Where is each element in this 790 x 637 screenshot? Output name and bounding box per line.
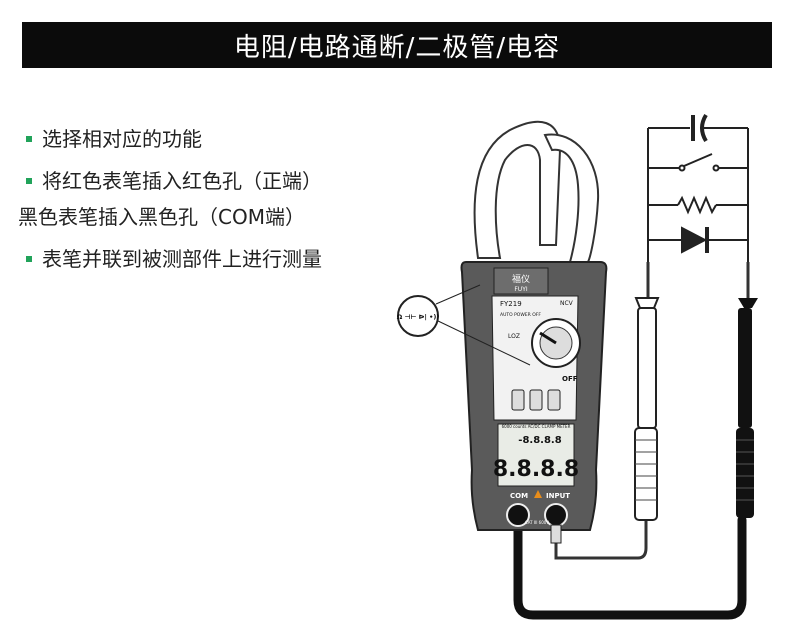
- brand-name: 福仪: [512, 273, 530, 285]
- page-title: 电阻/电路通断/二极管/电容: [233, 32, 561, 63]
- com-terminal[interactable]: [506, 503, 530, 527]
- brand-name-en: FUYI: [514, 286, 528, 293]
- bullet-icon: [26, 178, 32, 184]
- instruction-item: 将红色表笔插入红色孔（正端）: [18, 168, 322, 194]
- bullet-icon: [26, 256, 32, 262]
- black-test-lead: [513, 515, 747, 620]
- title-banner: 电阻/电路通断/二极管/电容: [22, 22, 772, 68]
- test-circuit: [647, 113, 749, 275]
- instruction-item: 表笔并联到被测部件上进行测量: [18, 246, 322, 272]
- instruction-item: 选择相对应的功能: [18, 126, 202, 152]
- red-test-lead: [554, 520, 648, 560]
- dial-off-label: OFF: [562, 375, 578, 383]
- lcd-main-reading: 8.8.8.8: [493, 457, 579, 482]
- instruction-item: 黑色表笔插入黑色孔（COM端）: [18, 205, 305, 229]
- max-min-button[interactable]: [529, 389, 543, 411]
- backlight-button[interactable]: [547, 389, 561, 411]
- dial-ncv-label: NCV: [560, 300, 574, 307]
- model-label: FY219: [500, 300, 522, 308]
- lcd-sub-reading: -8.8.8.8: [518, 435, 561, 446]
- function-callout: Ω ⊣⊢ ᐅ| •)): [397, 284, 531, 366]
- input-terminal-label: INPUT: [546, 492, 570, 500]
- com-terminal-label: COM: [510, 492, 528, 500]
- auto-power-off-label: AUTO POWER OFF: [500, 312, 541, 318]
- black-probe: [736, 262, 758, 518]
- switch-icon: [648, 153, 748, 172]
- clamp-meter: 福仪 FUYI FY219 AUTO POWER OFF OFF LOZ NCV…: [460, 120, 608, 544]
- bullet-icon: [26, 136, 32, 142]
- clamp-jaw: [473, 120, 562, 259]
- red-probe: [634, 262, 660, 521]
- counts-label: 6000 counts AC/DC CLAMP METER: [502, 424, 571, 429]
- hold-button[interactable]: [511, 389, 525, 411]
- lcd-display: [497, 423, 575, 487]
- diode-icon: [648, 226, 748, 254]
- cat-rating: CAT III 600V: [525, 520, 549, 525]
- capacitor-icon: [648, 113, 748, 143]
- warning-icon: [534, 490, 542, 498]
- function-symbols: Ω ⊣⊢ ᐅ| •)): [397, 313, 440, 322]
- resistor-icon: [648, 195, 748, 215]
- dial-loz-label: LOZ: [508, 333, 520, 340]
